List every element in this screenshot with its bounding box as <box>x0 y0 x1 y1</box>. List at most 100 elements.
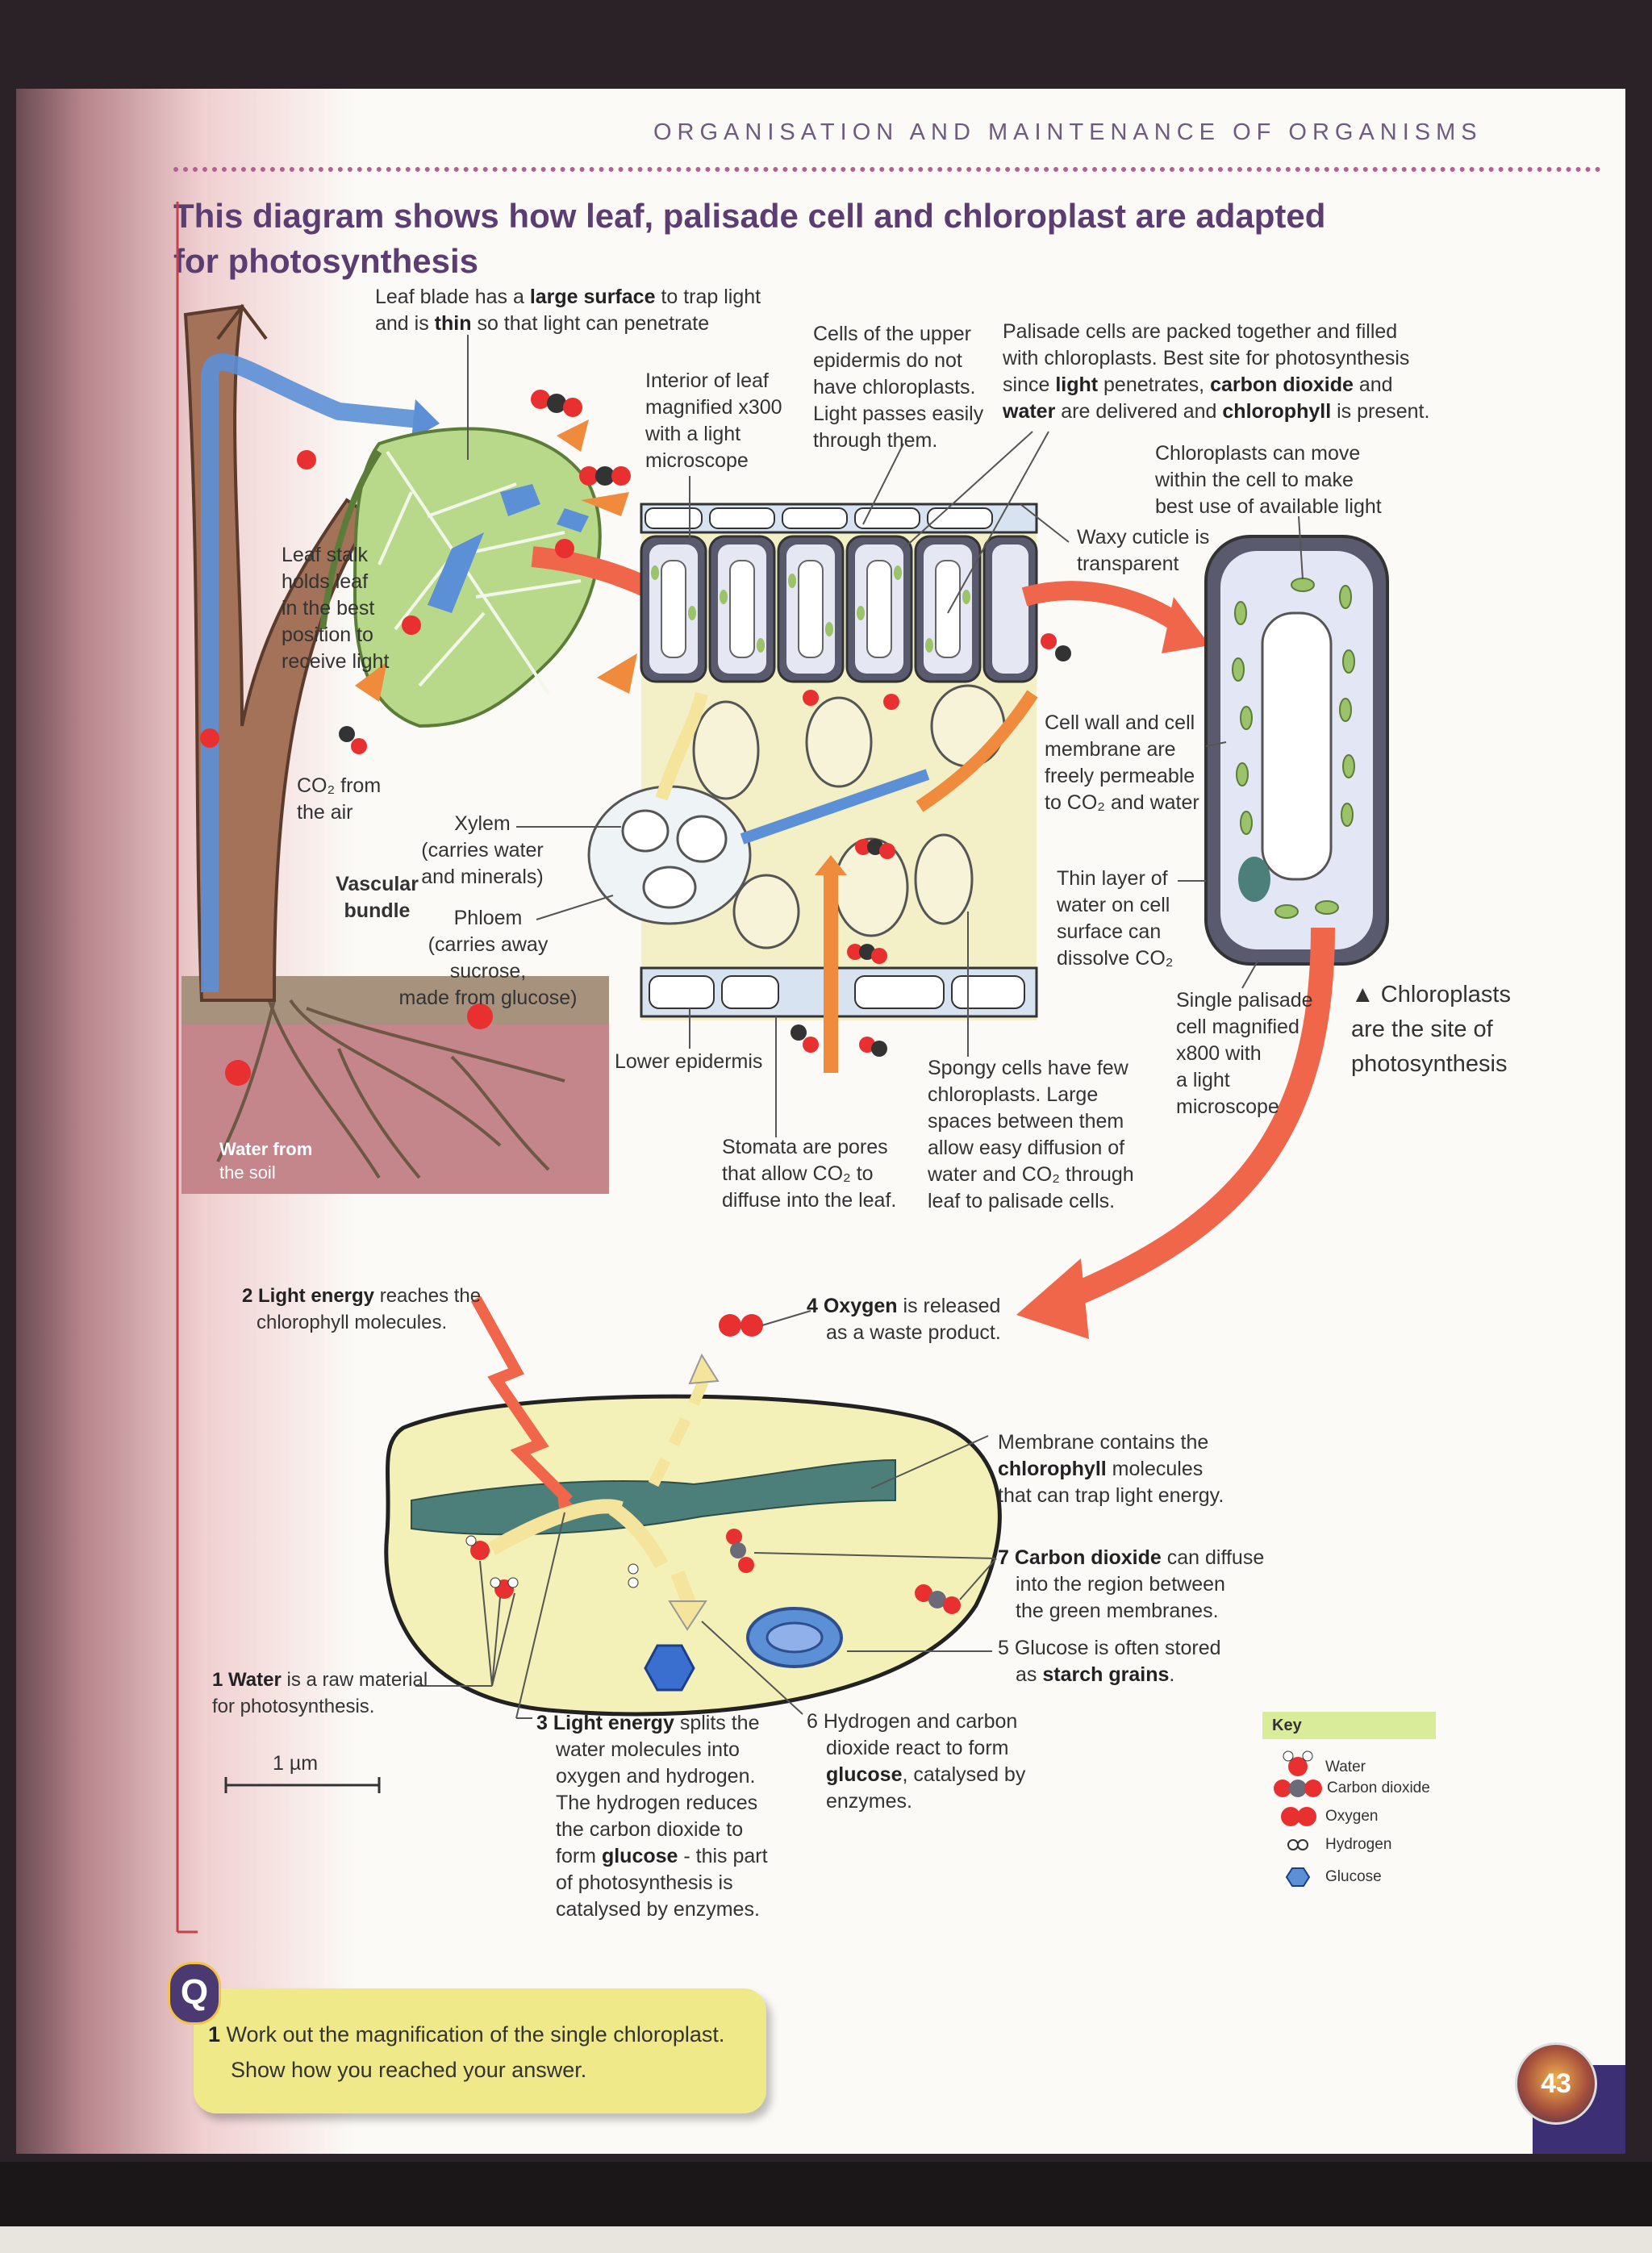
line: Stomata are pores <box>722 1136 888 1158</box>
question-number: 1 <box>208 2022 221 2046</box>
line: through them. <box>813 429 938 452</box>
single-palisade-cell <box>1204 535 1389 966</box>
line: transparent <box>1077 553 1179 575</box>
line: water on cell <box>1057 894 1170 916</box>
line: Waxy cuticle is <box>1077 526 1210 549</box>
key-title: Key <box>1262 1712 1436 1739</box>
roots <box>216 991 565 1179</box>
label-step-5: 5 Glucose is often stored as starch grai… <box>998 1635 1221 1688</box>
text: splits the <box>674 1712 760 1734</box>
line: 2 Light energy reaches the <box>242 1283 481 1309</box>
label-waxy-cuticle: Waxy cuticle is transparent <box>1077 524 1209 578</box>
line: a light <box>1176 1069 1230 1091</box>
line: The hydrogen reduces <box>556 1792 758 1814</box>
line: best use of available light <box>1155 495 1382 518</box>
label-leaf-blade: Leaf blade has a large surface to trap l… <box>375 284 761 337</box>
text-bold: glucose <box>601 1845 678 1867</box>
line: Chloroplasts can move <box>1155 442 1361 465</box>
line: surface can <box>1057 920 1162 943</box>
line: form glucose - this part <box>536 1843 768 1870</box>
line: in the best <box>282 597 375 620</box>
line: epidermis do not <box>813 349 962 372</box>
line: as starch grains. <box>998 1662 1221 1688</box>
label-xylem: Xylem (carries water and minerals) <box>418 811 547 891</box>
leaf-blade <box>353 427 602 728</box>
key-item-oxygen: Oxygen <box>1325 1808 1379 1825</box>
text: form <box>556 1845 602 1867</box>
line: Single palisade <box>1176 989 1313 1012</box>
line: freely permeable <box>1045 765 1195 787</box>
page-title: This diagram shows how leaf, palisade ce… <box>173 197 1326 280</box>
line: position to <box>282 624 373 646</box>
line: have chloroplasts. <box>813 376 976 398</box>
lower-epidermis <box>640 966 1038 1018</box>
text: can diffuse <box>1161 1546 1265 1569</box>
line: and minerals) <box>421 866 544 888</box>
running-head: ORGANISATION AND MAINTENANCE OF ORGANISM… <box>653 119 1483 145</box>
label-water-soil: Water from the soil <box>219 1137 312 1184</box>
label-step-7: 7 Carbon dioxide can diffuse into the re… <box>998 1545 1264 1625</box>
question-line-2: Show how you reached your answer. <box>231 2058 587 2082</box>
line: holds leaf <box>282 570 369 593</box>
text: to trap light <box>655 286 761 308</box>
caption-chloroplast-site: ▲ Chloroplasts are the site of photosynt… <box>1351 978 1511 1082</box>
spongy-layer <box>692 684 1006 949</box>
line: (carries away sucrose, <box>428 933 549 983</box>
line: glucose, catalysed by <box>807 1762 1025 1788</box>
line: x800 with <box>1176 1042 1262 1065</box>
line: bundle <box>344 899 411 922</box>
line: 4 Oxygen is released <box>807 1293 1001 1320</box>
line: ▲ Chloroplasts <box>1351 982 1511 1008</box>
line: that allow CO₂ to <box>722 1162 874 1185</box>
text-bold: starch grains <box>1042 1663 1170 1686</box>
line: into the region between <box>1016 1573 1225 1596</box>
line: Cell wall and cell <box>1045 711 1195 734</box>
question-icon: Q <box>168 1962 221 2025</box>
line: photosynthesis <box>1351 1051 1508 1077</box>
scan-bottom-paper <box>0 2226 1652 2253</box>
label-membrane: Membrane contains the chlorophyll molecu… <box>998 1429 1224 1509</box>
line: as a waste product. <box>826 1321 1001 1344</box>
label-step-4: 4 Oxygen is released as a waste product. <box>807 1293 1001 1346</box>
line: Interior of leaf <box>645 369 769 392</box>
text: - this part <box>678 1845 768 1867</box>
text-bold: 2 Light energy <box>242 1285 375 1307</box>
text: are delivered and <box>1055 400 1223 423</box>
text-bold: 4 Oxygen <box>807 1295 898 1317</box>
leaf-blue-arrows <box>428 484 589 613</box>
line: allow easy diffusion of <box>928 1137 1125 1159</box>
label-step-3: 3 Light energy splits the water molecule… <box>536 1710 768 1923</box>
line: for photosynthesis. <box>212 1696 375 1717</box>
line: the air <box>297 801 353 824</box>
line: receive light <box>282 650 390 673</box>
line: chlorophyll molecules <box>998 1456 1224 1483</box>
label-step-6: 6 Hydrogen and carbon dioxide react to f… <box>807 1709 1025 1815</box>
line: Spongy cells have few <box>928 1057 1128 1079</box>
line: Palisade cells are packed together and f… <box>1003 320 1398 343</box>
line: 3 Light energy splits the <box>536 1710 768 1737</box>
text: . <box>1169 1663 1175 1686</box>
line: magnified x300 <box>645 396 782 419</box>
line: 1 Water is a raw material <box>212 1667 428 1693</box>
line: the carbon dioxide to <box>556 1818 744 1841</box>
co2-orange-arrows <box>355 419 637 702</box>
key-item-water: Water <box>1325 1759 1366 1775</box>
line: diffuse into the leaf. <box>722 1189 897 1212</box>
label-interior-leaf: Interior of leaf magnified x300 with a l… <box>645 368 782 474</box>
label-step-2: 2 Light energy reaches the chlorophyll m… <box>242 1283 481 1336</box>
scale-label: 1 µm <box>273 1752 319 1775</box>
text: so that light can penetrate <box>471 312 710 335</box>
line: the soil <box>219 1162 276 1183</box>
molecules <box>200 390 1071 1086</box>
line: since light penetrates, carbon dioxide a… <box>1003 372 1429 398</box>
line: oxygen and hydrogen. <box>556 1765 756 1788</box>
line: enzymes. <box>826 1790 912 1813</box>
line: chloroplasts. Large <box>928 1083 1099 1106</box>
text-bold: 7 Carbon dioxide <box>998 1546 1162 1569</box>
text-bold: glucose <box>826 1763 903 1786</box>
line: 6 Hydrogen and carbon <box>807 1710 1018 1733</box>
text-bold: water <box>1003 400 1056 423</box>
label-lower-epidermis: Lower epidermis <box>615 1050 763 1073</box>
